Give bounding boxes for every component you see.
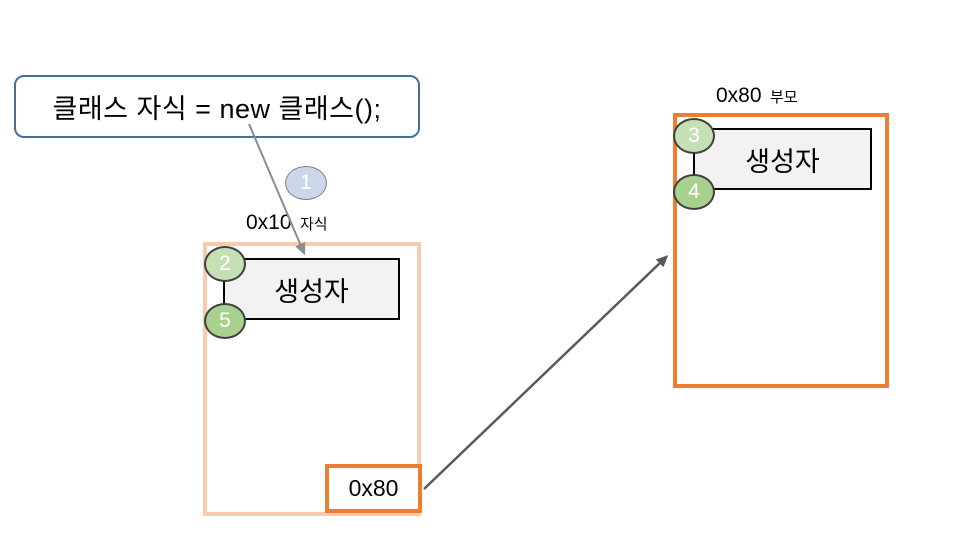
child-address-label: 0x10 [246,211,292,234]
parent-frame-label: 0x80 부모 [716,84,798,108]
parent-constructor-label: 생성자 [745,146,820,177]
parent-constructor-box: 생성자 [693,128,872,190]
step-circle-4: 4 [673,174,715,210]
step-circle-5-label: 5 [219,309,231,332]
step-circle-2-label: 2 [219,252,231,275]
step-circle-4-label: 4 [688,180,700,203]
step-circle-5: 5 [204,303,246,339]
step-circle-3: 3 [673,118,715,154]
child-pointer-label: 0x80 [348,475,399,501]
parent-name-label: 부모 [770,89,798,106]
child-pointer-box: 0x80 [325,464,422,513]
code-bubble-text: 클래스 자식 = new 클래스(); [52,94,382,124]
step-circle-2: 2 [204,246,246,282]
child-constructor-box: 생성자 [223,258,400,320]
parent-address-label: 0x80 [716,84,762,107]
child-frame-label: 0x10 자식 [246,211,328,235]
step-circle-3-label: 3 [688,124,700,147]
child-constructor-label: 생성자 [274,276,349,307]
step-circle-1-label: 1 [300,171,312,194]
arrow-pointer-to-parent [423,255,669,490]
step-circle-1: 1 [285,166,327,200]
code-bubble: 클래스 자식 = new 클래스(); [14,75,420,138]
child-name-label: 자식 [300,216,328,233]
